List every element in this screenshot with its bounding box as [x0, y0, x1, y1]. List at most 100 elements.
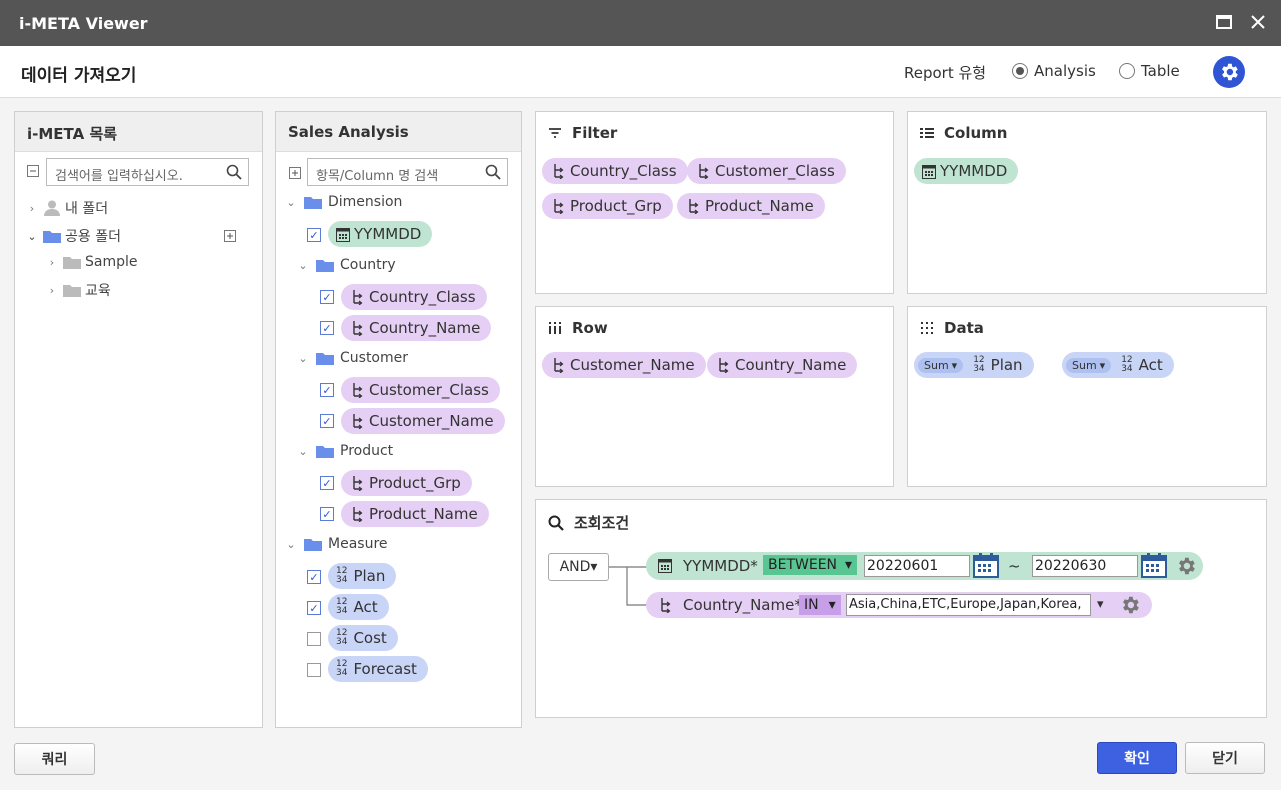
confirm-button[interactable]: 확인	[1097, 742, 1177, 774]
filter-item-product-name[interactable]: Product_Name	[677, 193, 825, 219]
date-to-input[interactable]: 20220630	[1032, 555, 1138, 577]
aggregation-label: Sum	[1072, 358, 1097, 372]
radio-analysis-indicator[interactable]	[1012, 63, 1028, 79]
operator-label: BETWEEN	[768, 557, 838, 573]
caret-down-icon: ▾	[590, 559, 598, 575]
calendar-picker-icon[interactable]	[1141, 552, 1167, 582]
search-icon[interactable]	[485, 164, 501, 184]
group-dimension[interactable]: ⌄ Dimension	[284, 194, 402, 210]
query-button[interactable]: 쿼리	[14, 743, 95, 775]
tree-education[interactable]: › 교육	[45, 280, 111, 300]
country-values-input[interactable]: Asia,China,ETC,Europe,Japan,Korea,	[846, 594, 1091, 616]
numeric-icon-bottom: 34	[336, 575, 348, 585]
tree-sample[interactable]: › Sample	[45, 254, 138, 270]
filter-item-customer-class[interactable]: Customer_Class	[687, 158, 846, 184]
checkbox-customer-class[interactable]: ✓	[320, 383, 334, 397]
checkbox-yymmdd[interactable]: ✓	[307, 228, 321, 242]
radio-analysis[interactable]: Analysis	[1012, 62, 1096, 80]
gear-icon[interactable]	[1119, 594, 1141, 620]
close-button[interactable]: 닫기	[1185, 742, 1265, 774]
add-folder-icon[interactable]	[224, 230, 236, 246]
logic-dropdown[interactable]: AND▾	[548, 553, 609, 581]
search-icon[interactable]	[226, 164, 242, 184]
filter-item-country-class[interactable]: Country_Class	[542, 158, 688, 184]
radio-table[interactable]: Table	[1119, 62, 1180, 80]
checkbox-act[interactable]: ✓	[307, 601, 321, 615]
filter-zone[interactable]: Filter Country_Class Customer_Class Prod…	[535, 111, 894, 294]
field-customer-name[interactable]: Customer_Name	[341, 408, 505, 434]
dialog-title: 데이터 가져오기	[21, 66, 137, 86]
radio-table-indicator[interactable]	[1119, 63, 1135, 79]
chevron-right-icon[interactable]: ›	[29, 201, 35, 215]
tree-public-folder[interactable]: ⌄ 공용 폴더	[25, 226, 121, 246]
list-icon	[920, 128, 934, 138]
maximize-icon[interactable]	[1214, 12, 1234, 32]
aggregation-dropdown[interactable]: Sum▾	[918, 357, 964, 373]
column-item-yymmdd[interactable]: YYMMDD	[914, 158, 1019, 184]
caret-down-icon: ▾	[828, 597, 836, 613]
hierarchy-icon	[349, 413, 365, 429]
data-zone-header: Data	[920, 319, 984, 337]
group-measure[interactable]: ⌄ Measure	[284, 536, 388, 552]
folder-icon	[304, 537, 322, 551]
expand-all-icon[interactable]	[289, 167, 301, 183]
group-country[interactable]: ⌄ Country	[296, 257, 395, 273]
chevron-down-icon[interactable]: ⌄	[298, 258, 308, 272]
field-country-name[interactable]: Country_Name	[341, 315, 492, 341]
group-measure-label: Measure	[328, 536, 388, 552]
row-item-country-name[interactable]: Country_Name	[707, 352, 858, 378]
row-item-customer-name[interactable]: Customer_Name	[542, 352, 706, 378]
hierarchy-icon	[550, 357, 566, 373]
close-icon[interactable]	[1248, 12, 1268, 32]
row-zone[interactable]: Row Customer_Name Country_Name	[535, 306, 894, 487]
field-yymmdd[interactable]: YYMMDD	[328, 221, 433, 247]
operator-dropdown-between[interactable]: BETWEEN▾	[763, 555, 858, 575]
chevron-down-icon[interactable]: ⌄	[27, 229, 37, 243]
chevron-down-icon[interactable]: ⌄	[286, 537, 296, 551]
calendar-picker-icon[interactable]	[973, 552, 999, 582]
field-country-class[interactable]: Country_Class	[341, 284, 487, 310]
column-zone[interactable]: Column YYMMDD	[907, 111, 1267, 294]
hierarchy-icon	[349, 506, 365, 522]
checkbox-customer-name[interactable]: ✓	[320, 414, 334, 428]
chevron-down-icon[interactable]: ⌄	[298, 351, 308, 365]
checkbox-product-name[interactable]: ✓	[320, 507, 334, 521]
aggregation-dropdown[interactable]: Sum▾	[1066, 357, 1112, 373]
chevron-down-icon[interactable]: ⌄	[298, 444, 308, 458]
date-from-input[interactable]: 20220601	[864, 555, 970, 577]
column-search-input[interactable]: 항목/Column 명 검색	[307, 158, 508, 186]
chevron-right-icon[interactable]: ›	[49, 255, 55, 269]
aggregation-label: Sum	[924, 358, 949, 372]
chevron-right-icon[interactable]: ›	[49, 283, 55, 297]
group-customer[interactable]: ⌄ Customer	[296, 350, 408, 366]
caret-down-icon[interactable]: ▾	[1097, 597, 1104, 612]
filter-item-product-grp[interactable]: Product_Grp	[542, 193, 673, 219]
chevron-down-icon[interactable]: ⌄	[286, 195, 296, 209]
checkbox-country-class[interactable]: ✓	[320, 290, 334, 304]
gear-icon[interactable]	[1175, 555, 1197, 581]
checkbox-forecast[interactable]	[307, 663, 321, 677]
field-product-name[interactable]: Product_Name	[341, 501, 489, 527]
settings-button[interactable]	[1213, 56, 1245, 88]
checkbox-cost[interactable]	[307, 632, 321, 646]
field-customer-class[interactable]: Customer_Class	[341, 377, 500, 403]
hierarchy-icon	[695, 163, 711, 179]
field-product-grp[interactable]: Product_Grp	[341, 470, 472, 496]
tree-my-folder[interactable]: › 내 폴더	[25, 198, 108, 218]
group-product[interactable]: ⌄ Product	[296, 443, 393, 459]
meta-search-input[interactable]: 검색어를 입력하십시오.	[46, 158, 249, 186]
collapse-all-icon[interactable]	[27, 165, 39, 181]
checkbox-plan[interactable]: ✓	[307, 570, 321, 584]
operator-dropdown-in[interactable]: IN▾	[799, 595, 841, 615]
numeric-icon-bottom: 34	[1121, 364, 1133, 374]
checkbox-country-name[interactable]: ✓	[320, 321, 334, 335]
checkbox-product-grp[interactable]: ✓	[320, 476, 334, 490]
